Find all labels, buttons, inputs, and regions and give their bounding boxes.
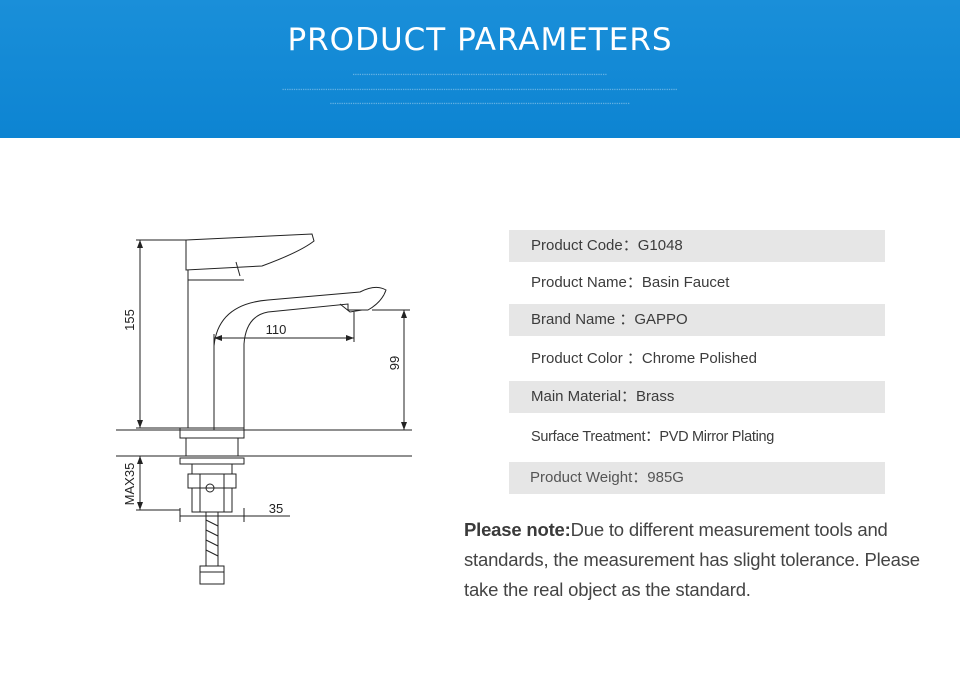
spec-row-brand-name: Brand Name ：GAPPO <box>509 304 885 336</box>
spec-label: Product Name： <box>531 274 642 291</box>
spec-value: 985G <box>647 469 684 486</box>
note-text: Due to different measurement tools and s… <box>464 519 920 600</box>
spec-label: Product Code： <box>531 237 638 254</box>
banner-decoration-line: ▪▪▪▪▪▪▪▪▪▪▪▪▪▪▪▪▪▪▪▪▪▪▪▪▪▪▪▪▪▪▪▪▪▪▪▪▪▪▪▪… <box>330 101 630 107</box>
dimension-thickness-label: MAX35 <box>122 463 137 506</box>
page-title: PRODUCT PARAMETERS <box>287 22 673 58</box>
dimension-height-label: 155 <box>122 309 137 331</box>
spec-label: Main Material： <box>531 388 637 405</box>
spec-row-surface-treatment: Surface Treatment：PVD Mirror Plating <box>509 421 885 453</box>
spec-value: GAPPO <box>634 311 688 328</box>
spec-label: Surface Treatment： <box>531 429 660 445</box>
spec-value: Brass <box>636 388 675 405</box>
header-banner: PRODUCT PARAMETERS ▪▪▪▪▪▪▪▪▪▪▪▪▪▪▪▪▪▪▪▪▪… <box>0 0 960 138</box>
spec-row-main-material: Main Material：Brass <box>509 381 885 413</box>
banner-decoration-line: ▪▪▪▪▪▪▪▪▪▪▪▪▪▪▪▪▪▪▪▪▪▪▪▪▪▪▪▪▪▪▪▪▪▪▪▪▪▪▪▪… <box>282 87 678 93</box>
spec-value: Basin Faucet <box>641 274 730 291</box>
spec-label: Brand Name ： <box>531 311 635 328</box>
spec-row-product-code: Product Code：G1048 <box>509 230 885 262</box>
dimension-spout-label: 110 <box>266 322 287 337</box>
spec-label: Product Weight： <box>530 469 648 486</box>
spec-row-product-name: Product Name：Basin Faucet <box>509 267 885 299</box>
dimension-outlet-label: 99 <box>387 356 402 370</box>
dimension-shank-label: 35 <box>269 501 283 516</box>
spec-label: Product Color ： <box>531 350 642 367</box>
tolerance-note: Please note:Due to different measurement… <box>464 515 934 605</box>
spec-row-product-weight: Product Weight：985G <box>509 462 885 494</box>
faucet-dimension-drawing: 155 110 99 MAX35 35 <box>116 233 412 585</box>
banner-decoration-line: ▪▪▪▪▪▪▪▪▪▪▪▪▪▪▪▪▪▪▪▪▪▪▪▪▪▪▪▪▪▪▪▪▪▪▪▪▪▪▪▪… <box>352 72 608 78</box>
spec-value: Chrome Polished <box>641 350 757 367</box>
spec-value: PVD Mirror Plating <box>659 429 775 445</box>
spec-row-product-color: Product Color ：Chrome Polished <box>509 343 885 375</box>
spec-value: G1048 <box>637 237 683 254</box>
note-label: Please note: <box>464 519 571 540</box>
